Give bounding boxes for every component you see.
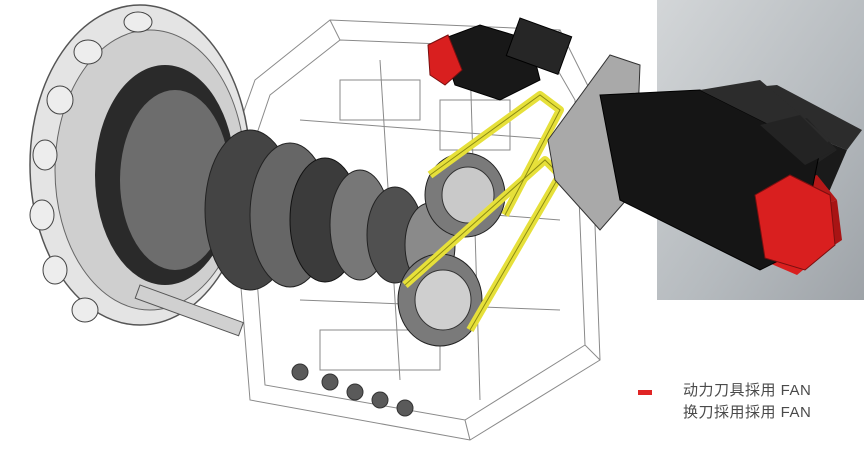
- caption-line-1: 动力刀具採用 FAN: [683, 382, 812, 399]
- tool-turret: [29, 4, 251, 326]
- caption-line-2: 换刀採用採用 FAN: [683, 404, 812, 421]
- red-dash-icon: [638, 390, 652, 395]
- pulley-lower: [397, 253, 483, 347]
- spindle-assembly: [134, 129, 456, 337]
- lower-servo-motor: [547, 54, 836, 271]
- connector-row: [291, 363, 414, 417]
- upper-servo-motor: [427, 17, 573, 101]
- motor-caption: 动力刀具採用 FAN 换刀採用採用 FAN: [638, 379, 864, 429]
